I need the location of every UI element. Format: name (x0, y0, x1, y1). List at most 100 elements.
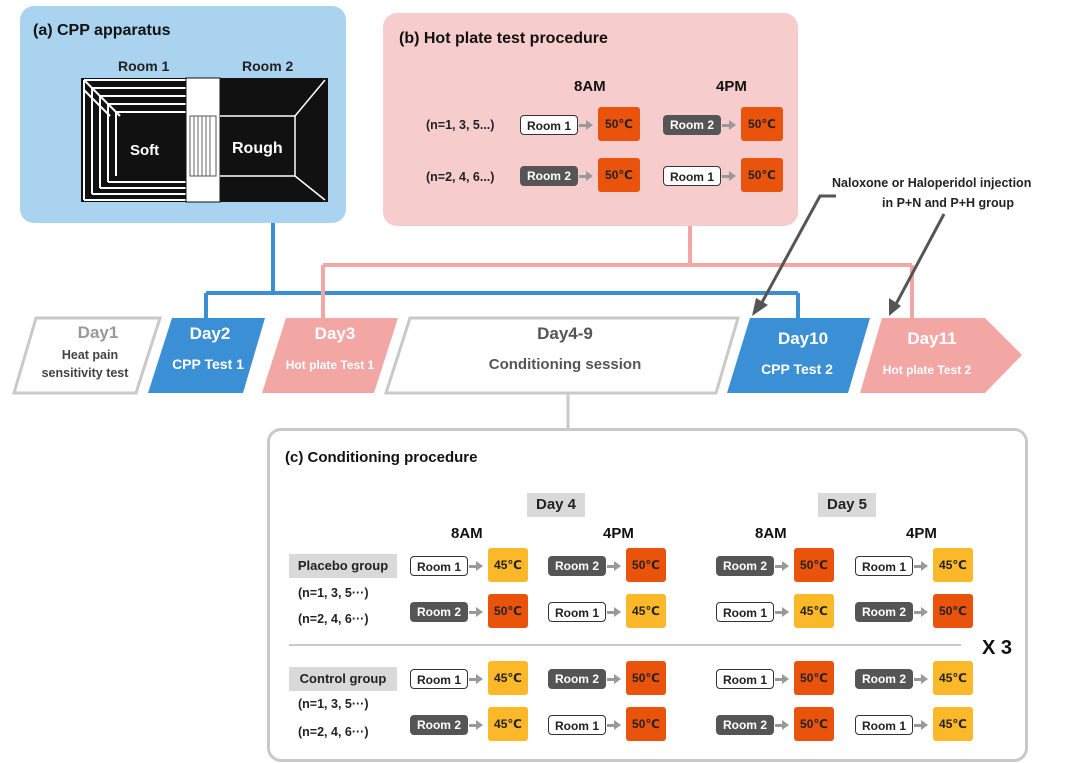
room-chip: Room 1 (716, 669, 774, 689)
arrow-head (782, 561, 789, 571)
arrow-head (614, 720, 621, 730)
room-chip: Room 1 (663, 166, 721, 186)
hp-time-pm: 4PM (716, 78, 747, 95)
arrow (722, 124, 731, 127)
day5-badge: Day 5 (818, 493, 876, 517)
room-chip: Room 1 (410, 556, 468, 576)
arrow (469, 724, 478, 727)
cond-time-pm-day4: 4PM (603, 525, 634, 542)
arrow-head (614, 607, 621, 617)
group-n-label: (n=2, 4, 6···) (298, 725, 369, 739)
day4-9-sub: Conditioning session (488, 356, 642, 373)
temp-chip: 50℃ (741, 107, 783, 141)
day3-sub: Hot plate Test 1 (285, 358, 375, 372)
arrow (579, 124, 588, 127)
arrow (607, 565, 616, 568)
temp-chip: 50℃ (598, 107, 640, 141)
soft-label: Soft (130, 142, 160, 159)
room2-label: Room 2 (242, 58, 294, 74)
arrow-head (782, 674, 789, 684)
arrow-head (476, 607, 483, 617)
room-chip: Room 2 (716, 715, 774, 735)
room1-label: Room 1 (118, 58, 170, 74)
room-chip: Room 1 (520, 115, 578, 135)
hp-time-am: 8AM (574, 78, 606, 95)
arrow-head (921, 607, 928, 617)
rough-label: Rough (232, 140, 283, 157)
temp-chip: 50℃ (741, 158, 783, 192)
room-chip: Room 2 (855, 602, 913, 622)
cpp-connector (204, 223, 800, 318)
arrow (914, 611, 923, 614)
temp-chip: 45℃ (488, 661, 528, 695)
arrow (607, 611, 616, 614)
group-badge: Placebo group (289, 554, 397, 578)
arrow-head (921, 720, 928, 730)
temp-chip: 50℃ (598, 158, 640, 192)
group-divider (289, 644, 961, 646)
hot-plate-title: (b) Hot plate test procedure (399, 30, 608, 47)
day2-title: Day2 (189, 324, 231, 343)
conditioning-title: (c) Conditioning procedure (285, 449, 478, 466)
cond-time-am-day5: 8AM (755, 525, 787, 542)
room-chip: Room 1 (548, 602, 606, 622)
day1-shape (11, 316, 163, 395)
hp-group-label: (n=2, 4, 6...) (426, 170, 495, 184)
group-badge: Control group (289, 667, 397, 691)
arrow-head (614, 561, 621, 571)
arrow (469, 611, 478, 614)
temp-chip: 50℃ (794, 661, 834, 695)
day4-badge: Day 4 (527, 493, 585, 517)
room-chip: Room 2 (548, 556, 606, 576)
cpp-apparatus-title: (a) CPP apparatus (33, 22, 171, 39)
room-chip: Room 1 (855, 556, 913, 576)
day10-title: Day10 (777, 329, 829, 348)
arrow (607, 724, 616, 727)
room-chip: Room 2 (410, 602, 468, 622)
temp-chip: 45℃ (933, 661, 973, 695)
injection-arrows (758, 194, 946, 307)
arrow-head (586, 171, 593, 181)
arrow-head (782, 607, 789, 617)
day3-title: Day3 (314, 324, 356, 343)
temp-chip: 50℃ (626, 661, 666, 695)
arrow (914, 678, 923, 681)
arrow-head (921, 561, 928, 571)
room-chip: Room 2 (855, 669, 913, 689)
arrow-head (476, 561, 483, 571)
day11-sub: Hot plate Test 2 (882, 363, 972, 377)
room-chip: Room 2 (410, 715, 468, 735)
day10-sub: CPP Test 2 (761, 361, 833, 377)
day1-sub2: sensitivity test (41, 366, 129, 380)
temp-chip: 50℃ (794, 548, 834, 582)
arrow (579, 175, 588, 178)
injection-arrowhead-2 (889, 298, 901, 316)
temp-chip: 50℃ (626, 707, 666, 741)
day4-9-title: Day4-9 (537, 324, 593, 343)
cond-time-am-day4: 8AM (451, 525, 483, 542)
arrow (607, 678, 616, 681)
temp-chip: 45℃ (488, 707, 528, 741)
arrow (469, 565, 478, 568)
injection-note-line1: Naloxone or Haloperidol injection (832, 176, 1032, 190)
arrow-head (476, 674, 483, 684)
temp-chip: 50℃ (488, 594, 528, 628)
temp-chip: 45℃ (626, 594, 666, 628)
injection-note-line2: in P+N and P+H group (882, 196, 1014, 210)
arrow-head (729, 171, 736, 181)
room-chip: Room 1 (855, 715, 913, 735)
arrow-head (586, 120, 593, 130)
day10-shape (727, 318, 870, 393)
arrow (469, 678, 478, 681)
temp-chip: 45℃ (488, 548, 528, 582)
day4-9-shape (383, 316, 741, 395)
room-chip: Room 2 (663, 115, 721, 135)
day1-sub1: Heat pain (61, 348, 119, 362)
arrow (775, 724, 784, 727)
day2-sub: CPP Test 1 (172, 356, 244, 372)
arrow (775, 565, 784, 568)
room-chip: Room 1 (716, 602, 774, 622)
hot-plate-connector (321, 226, 914, 318)
arrow (775, 678, 784, 681)
injection-arrowhead-1 (752, 298, 768, 316)
